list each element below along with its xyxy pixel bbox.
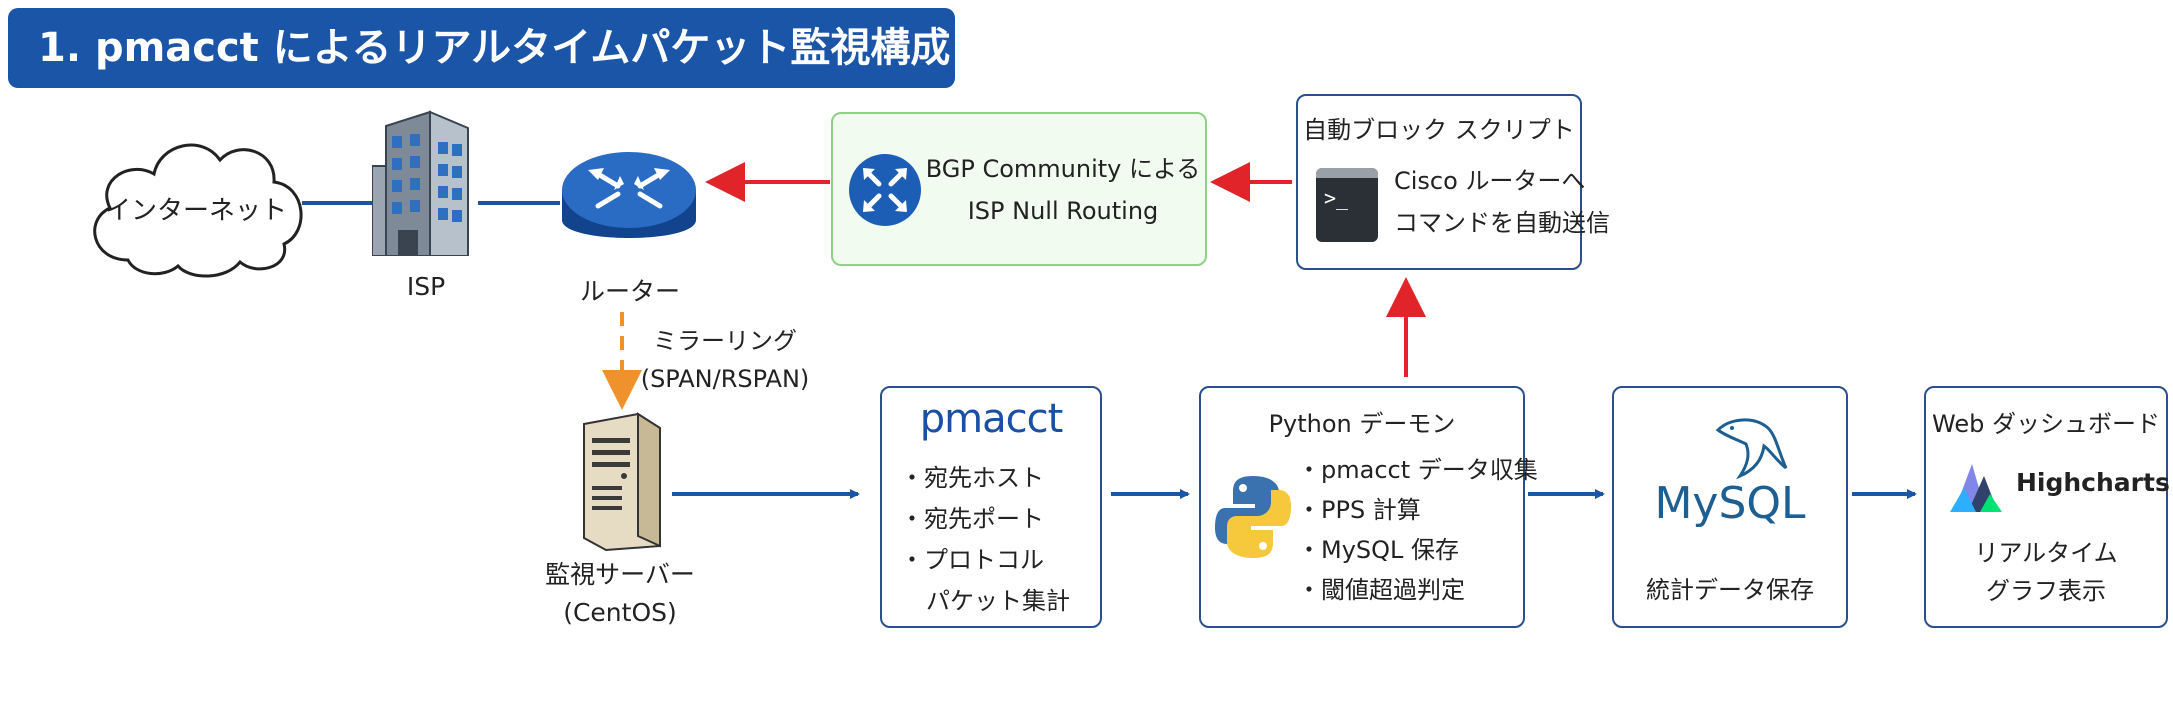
mysql-dolphin-icon <box>1715 418 1788 480</box>
python-logo-icon <box>1215 476 1291 558</box>
highcharts-brand: Highcharts <box>2016 468 2170 497</box>
script-box-line2: コマンドを自動送信 <box>1394 209 1610 237</box>
bgp-text: BGP Community による ISP Null Routing <box>925 148 1201 232</box>
pmacct-list: ・宛先ホスト ・宛先ポート ・プロトコル パケット集計 <box>900 458 1070 622</box>
mysql-box: MySQL 統計データ保存 <box>1612 386 1848 628</box>
internet-node: インターネット <box>80 120 312 290</box>
pmacct-logo: pmacct <box>919 396 1064 442</box>
isp-building-icon <box>371 106 480 257</box>
mirroring-label: ミラーリング (SPAN/RSPAN) <box>640 322 810 398</box>
auto-block-script-box: 自動ブロック スクリプト >_ Cisco ルーターへ コマンドを自動送信 <box>1296 94 1610 270</box>
python-list: ・pmacct データ収集 ・PPS 計算 ・MySQL 保存 ・閾値超過判定 <box>1297 450 1538 610</box>
python-daemon-box: Python デーモン ・pmacct データ収集 ・PPS 計算 ・MySQL… <box>1199 386 1538 628</box>
isp-label: ISP <box>406 272 446 301</box>
terminal-titlebar <box>1316 168 1378 178</box>
python-item-1: ・pmacct データ収集 <box>1297 456 1538 484</box>
web-box-title: Web ダッシュボード <box>1932 410 2160 438</box>
page-title: 1. pmacct によるリアルタイムパケット監視構成 <box>38 25 951 71</box>
mirroring-label-line2: (SPAN/RSPAN) <box>640 365 810 393</box>
web-box-caption: リアルタイム グラフ表示 <box>1926 534 2166 610</box>
script-box-title: 自動ブロック スクリプト <box>1303 116 1575 144</box>
server-label: 監視サーバー (CentOS) <box>530 556 710 632</box>
python-box-title: Python デーモン <box>1268 410 1456 438</box>
web-caption-line1: リアルタイム <box>1974 539 2118 567</box>
server-label-line2: (CentOS) <box>563 598 677 627</box>
python-item-4: ・閾値超過判定 <box>1297 576 1465 604</box>
internet-label: インターネット <box>104 196 287 226</box>
bgp-router-icon <box>849 154 921 226</box>
web-caption-line2: グラフ表示 <box>1986 577 2106 605</box>
python-item-2: ・PPS 計算 <box>1297 496 1421 524</box>
server-label-line1: 監視サーバー <box>545 560 695 589</box>
script-box-line1: Cisco ルーターへ <box>1394 167 1586 195</box>
server-icon <box>576 410 666 552</box>
pmacct-item-4: パケット集計 <box>926 587 1070 615</box>
pmacct-item-1: ・宛先ホスト <box>900 464 1044 492</box>
script-box-text: Cisco ルーターへ コマンドを自動送信 <box>1394 160 1610 244</box>
page-title-banner: 1. pmacct によるリアルタイムパケット監視構成 <box>8 8 955 88</box>
terminal-prompt: >_ <box>1324 186 1349 210</box>
bgp-text-line2: ISP Null Routing <box>967 197 1159 225</box>
mysql-logo: MySQL <box>1654 478 1806 529</box>
web-dashboard-box: Web ダッシュボード Highcharts リアルタイム グラフ表示 <box>1924 386 2170 628</box>
terminal-icon: >_ <box>1316 168 1378 242</box>
router-label: ルーター <box>579 277 680 306</box>
router-icon <box>558 146 700 258</box>
highcharts-logo-icon <box>1950 464 2002 512</box>
pmacct-box: pmacct ・宛先ホスト ・宛先ポート ・プロトコル パケット集計 <box>880 386 1102 628</box>
bgp-text-line1: BGP Community による <box>925 155 1201 183</box>
bgp-null-routing-box: BGP Community による ISP Null Routing <box>831 112 1207 266</box>
mirroring-label-line1: ミラーリング <box>653 327 797 355</box>
python-item-3: ・MySQL 保存 <box>1297 536 1460 564</box>
cloud-icon <box>93 143 303 278</box>
pmacct-item-2: ・宛先ポート <box>900 505 1044 533</box>
mysql-caption: 統計データ保存 <box>1646 576 1814 604</box>
pmacct-item-3: ・プロトコル <box>900 546 1044 574</box>
